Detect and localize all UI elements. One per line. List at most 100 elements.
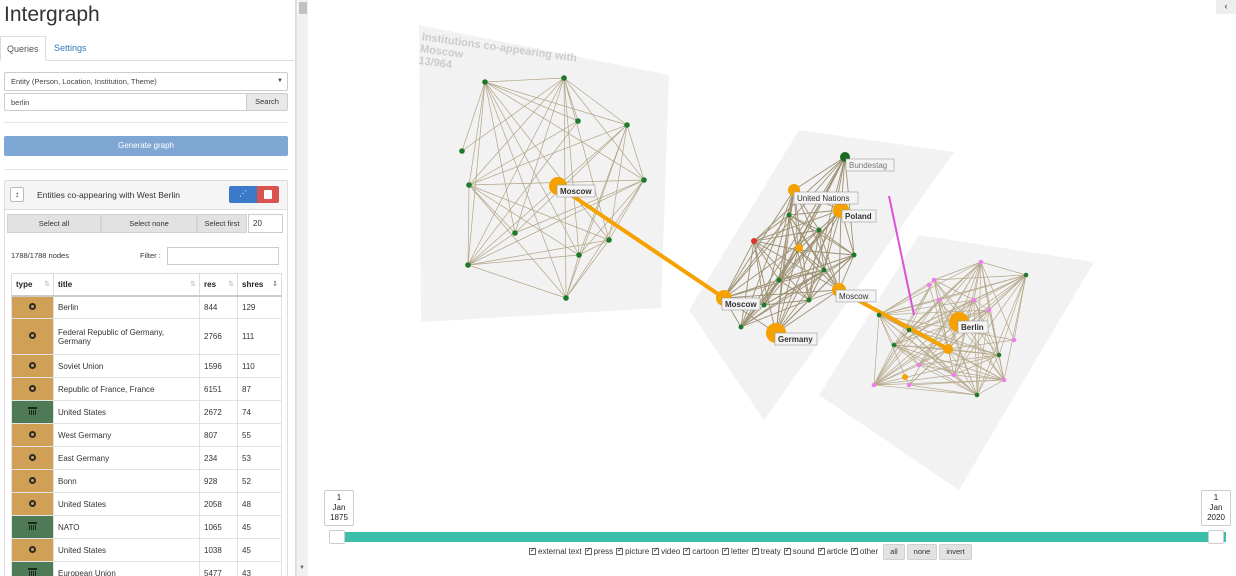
graph-node[interactable] xyxy=(931,277,937,283)
scrollbar-thumb[interactable] xyxy=(299,2,307,14)
graph-node[interactable] xyxy=(978,259,984,265)
graph-node[interactable] xyxy=(951,372,957,378)
graph-node[interactable] xyxy=(1023,272,1029,278)
graph-node[interactable] xyxy=(821,267,827,273)
sort-toggle-icon[interactable]: ↕ xyxy=(10,187,24,202)
trash-icon[interactable] xyxy=(257,186,279,203)
tab-queries[interactable]: Queries xyxy=(0,36,46,61)
graph-node[interactable] xyxy=(851,252,857,258)
filter-all-button[interactable]: all xyxy=(883,544,905,560)
graph-node[interactable] xyxy=(561,75,567,81)
column-header-title[interactable]: title⇅ xyxy=(53,273,200,297)
filter-item[interactable]: letter xyxy=(721,546,749,556)
checkbox-checked-icon[interactable] xyxy=(616,546,624,555)
graph-node[interactable] xyxy=(482,79,488,85)
graph-node[interactable] xyxy=(974,392,980,398)
checkbox-checked-icon[interactable] xyxy=(529,546,536,555)
column-header-res[interactable]: res⇅ xyxy=(199,273,238,297)
filter-none-button[interactable]: none xyxy=(906,544,938,560)
checkbox-checked-icon[interactable] xyxy=(817,546,825,555)
graph-view[interactable]: Institutions co-appearing with Moscow 13… xyxy=(309,0,1236,576)
timeline-start-handle[interactable] xyxy=(329,530,345,544)
generate-graph-button[interactable]: Generate graph xyxy=(4,136,288,156)
filter-item[interactable]: treaty xyxy=(751,546,781,556)
graph-node[interactable] xyxy=(761,302,767,308)
checkbox-checked-icon[interactable] xyxy=(850,546,858,555)
timeline-slider-track[interactable] xyxy=(329,532,1226,542)
graph-node[interactable] xyxy=(776,277,782,283)
graph-node[interactable] xyxy=(1011,337,1017,343)
collapse-panel-icon[interactable]: ‹ xyxy=(1216,0,1236,14)
filter-item[interactable]: picture xyxy=(616,546,649,556)
timeline-end-handle[interactable] xyxy=(1208,530,1224,544)
graph-node-highlight[interactable] xyxy=(795,244,803,252)
graph-node[interactable] xyxy=(996,352,1002,358)
graph-node[interactable] xyxy=(906,327,912,333)
graph-node[interactable] xyxy=(641,177,647,183)
filter-item[interactable]: press xyxy=(584,546,613,556)
graph-node[interactable] xyxy=(575,118,581,124)
graph-node[interactable] xyxy=(465,262,471,268)
graph-node[interactable] xyxy=(563,295,569,301)
checkbox-checked-icon[interactable] xyxy=(584,546,592,555)
graph-canvas[interactable]: Institutions co-appearing with Moscow 13… xyxy=(309,0,1236,576)
graph-node[interactable] xyxy=(459,148,465,154)
scroll-down-arrow-icon[interactable]: ▼ xyxy=(299,565,305,571)
graph-node[interactable] xyxy=(936,297,942,303)
search-button[interactable]: Search xyxy=(246,93,288,111)
filter-invert-button[interactable]: invert xyxy=(939,544,972,560)
filter-item[interactable]: external text xyxy=(529,546,582,556)
filter-item[interactable]: sound xyxy=(783,546,815,556)
graph-node-highlight[interactable] xyxy=(943,344,953,354)
graph-node[interactable] xyxy=(871,382,877,388)
network-icon[interactable]: ⋰ xyxy=(229,186,257,203)
graph-node[interactable] xyxy=(876,312,882,318)
select-none-button[interactable]: Select none xyxy=(101,214,197,233)
graph-node[interactable] xyxy=(816,227,822,233)
graph-node[interactable] xyxy=(986,307,992,313)
graph-node[interactable] xyxy=(624,122,630,128)
filter-input[interactable] xyxy=(167,247,279,265)
graph-node[interactable] xyxy=(512,230,518,236)
graph-node[interactable] xyxy=(1001,377,1007,383)
checkbox-checked-icon[interactable] xyxy=(683,546,691,555)
checkbox-checked-icon[interactable] xyxy=(751,546,759,555)
graph-node[interactable] xyxy=(738,324,744,330)
filter-item[interactable]: other xyxy=(850,546,878,556)
filter-item[interactable]: cartoon xyxy=(683,546,719,556)
graph-node[interactable] xyxy=(786,212,792,218)
select-first-count-input[interactable]: 20 xyxy=(248,214,283,233)
select-first-button[interactable]: Select first xyxy=(197,214,247,233)
filter-item[interactable]: video xyxy=(652,546,680,556)
search-input[interactable] xyxy=(4,93,247,111)
left-panel-scrollbar[interactable]: ▼ xyxy=(296,0,308,576)
checkbox-checked-icon[interactable] xyxy=(783,546,791,555)
graph-node[interactable] xyxy=(806,297,812,303)
filter-item[interactable]: article xyxy=(817,546,848,556)
checkbox-checked-icon[interactable] xyxy=(721,546,729,555)
column-header-shres[interactable]: shres⇩ xyxy=(237,273,282,297)
graph-node[interactable] xyxy=(751,238,757,244)
graph-node[interactable] xyxy=(891,342,897,348)
select-all-button[interactable]: Select all xyxy=(7,214,101,233)
graph-node[interactable] xyxy=(971,297,977,303)
graph-node[interactable] xyxy=(576,252,582,258)
graph-node[interactable] xyxy=(606,237,612,243)
graph-node[interactable] xyxy=(926,282,932,288)
checkbox-checked-icon[interactable] xyxy=(652,546,660,555)
tab-settings[interactable]: Settings xyxy=(54,43,87,53)
column-header-type[interactable]: type⇅ xyxy=(11,273,54,297)
graph-node[interactable] xyxy=(466,182,472,188)
graph-node[interactable] xyxy=(916,362,922,368)
